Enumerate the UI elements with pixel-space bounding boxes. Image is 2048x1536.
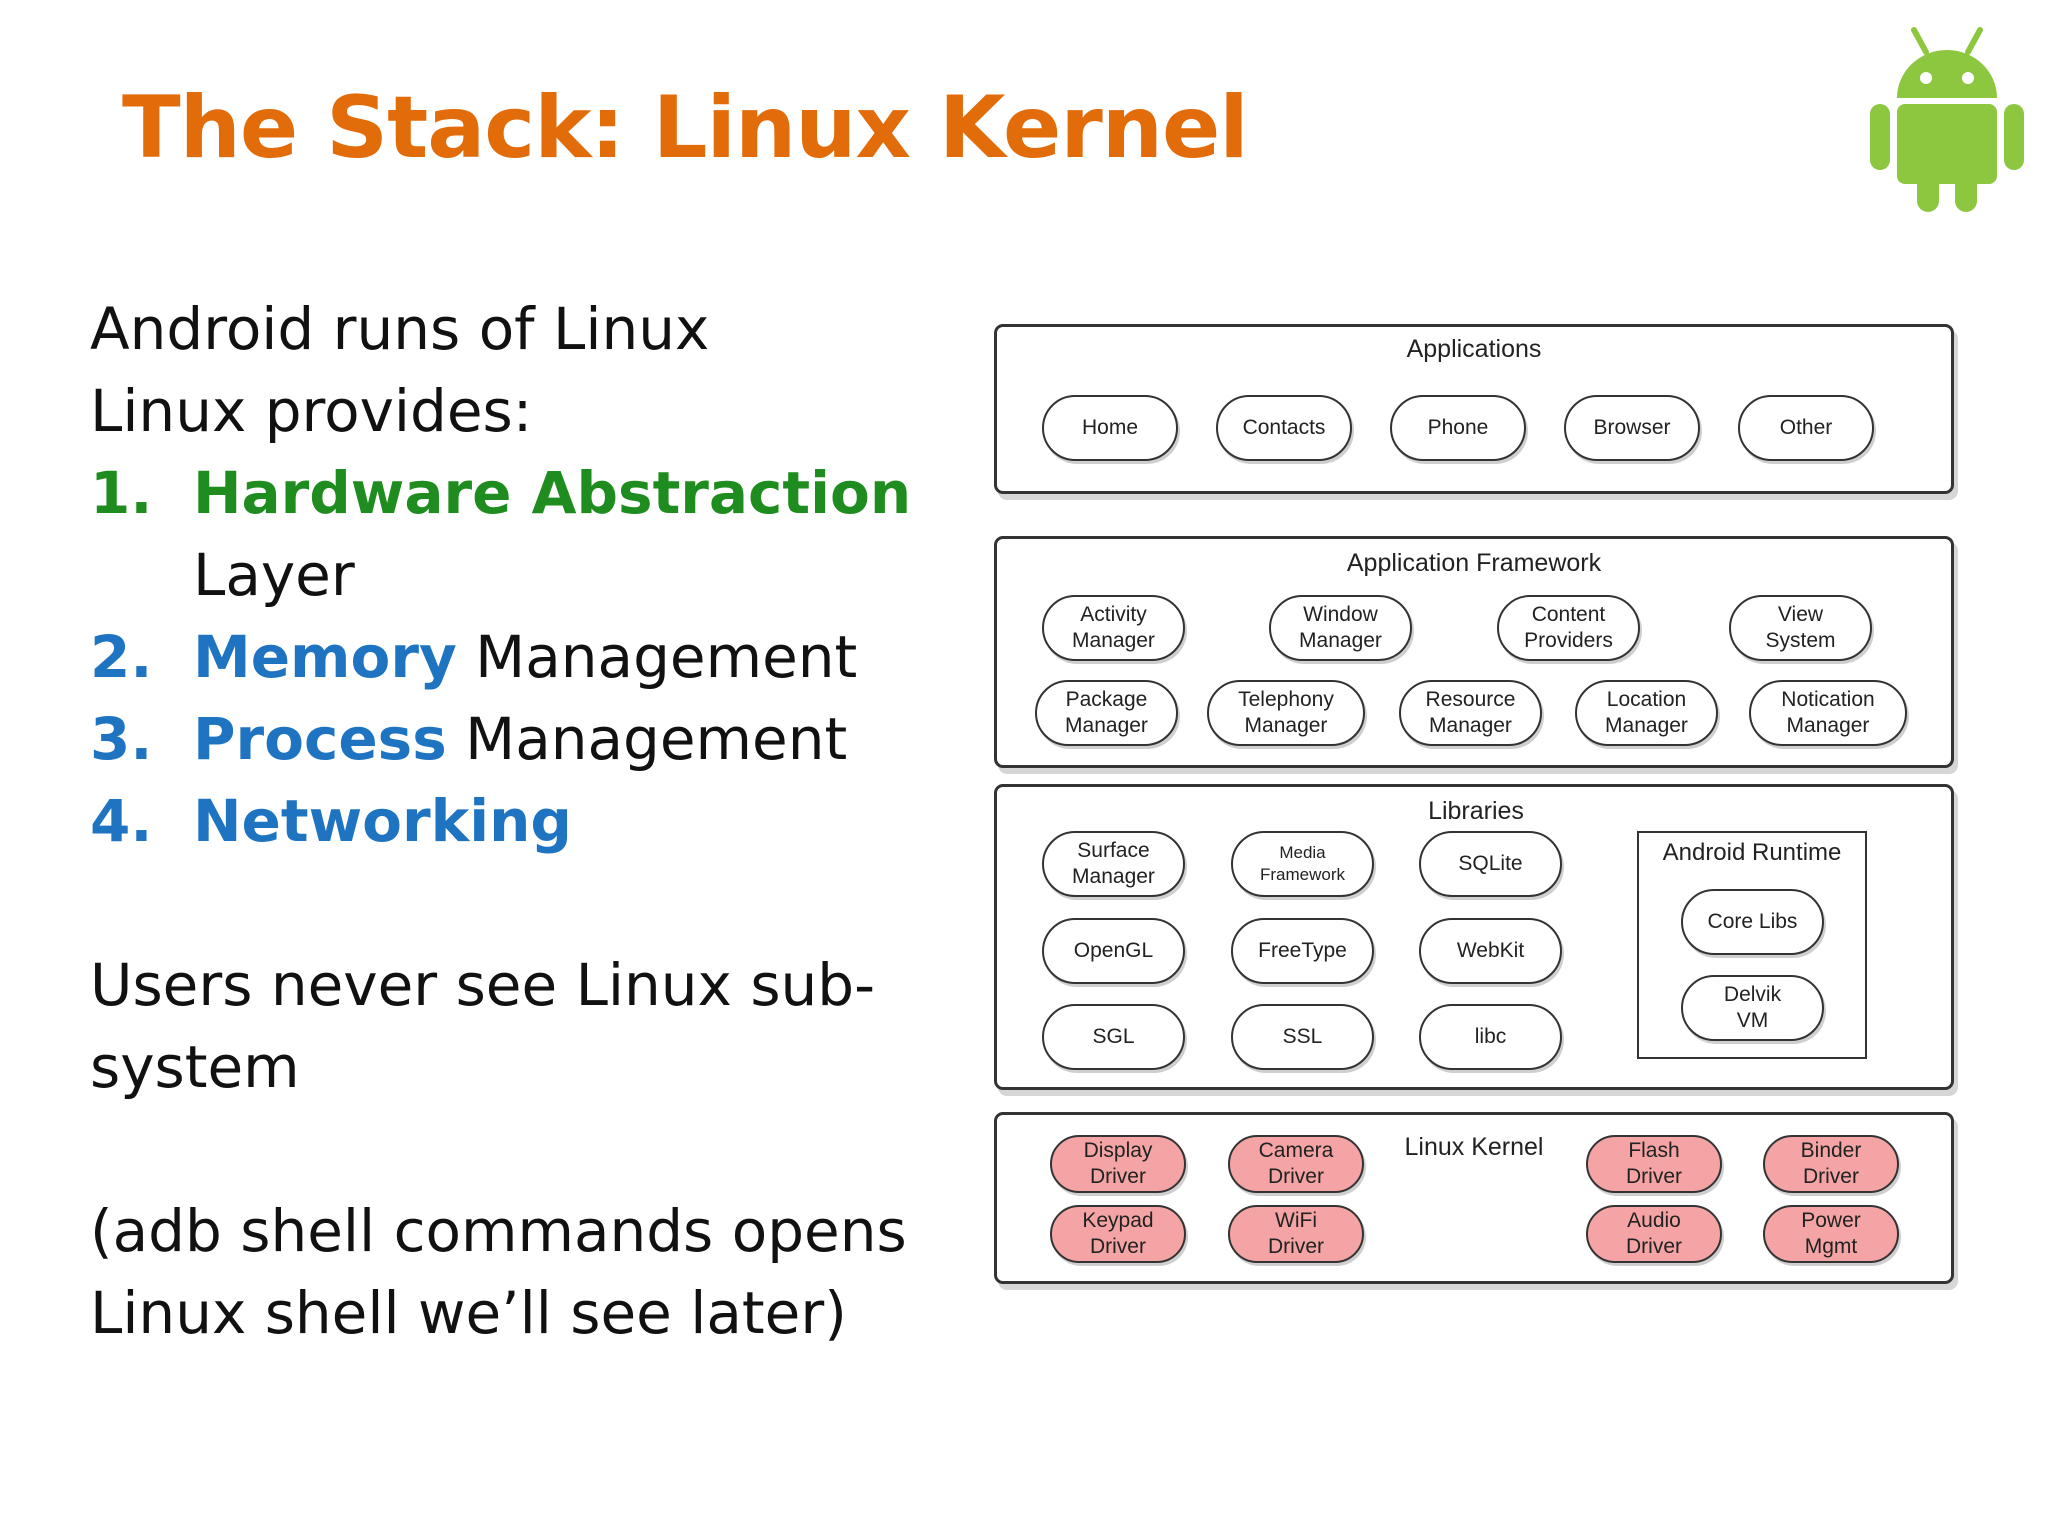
list-item: 4. Networking [90, 780, 970, 862]
lib-media-framework: Media Framework [1231, 831, 1374, 897]
lib-surface-manager: Surface Manager [1042, 831, 1185, 897]
body-line: Linux shell we’ll see later) [90, 1279, 847, 1347]
layer-title: Libraries [1428, 797, 1524, 825]
app-browser: Browser [1564, 395, 1700, 461]
framework-layer: Application Framework Activity Manager W… [994, 536, 1954, 768]
android-robot-icon [1870, 27, 2024, 212]
slide-body: Android runs of Linux Linux provides: 1.… [90, 288, 970, 1354]
android-stack-diagram: Applications Home Contacts Phone Browser… [990, 322, 1954, 1302]
lib-sgl: SGL [1042, 1004, 1185, 1070]
runtime-dalvik-vm: Delvik VM [1681, 975, 1824, 1041]
body-line: Linux provides: [90, 377, 533, 445]
framework-resource-manager: Resource Manager [1399, 680, 1542, 746]
kernel-audio-driver: Audio Driver [1586, 1205, 1722, 1263]
lib-libc: libc [1419, 1004, 1562, 1070]
list-item: 2. Memory Management [90, 616, 970, 698]
framework-package-manager: Package Manager [1035, 680, 1178, 746]
list-keyword: Process [193, 705, 447, 773]
linux-kernel-layer: Linux Kernel Display Driver Camera Drive… [994, 1112, 1954, 1284]
framework-notification-manager: Notication Manager [1749, 680, 1907, 746]
libraries-layer: Libraries Surface Manager Media Framewor… [994, 784, 1954, 1090]
app-other: Other [1738, 395, 1874, 461]
lib-opengl: OpenGL [1042, 918, 1185, 984]
list-keyword: Hardware Abstraction [193, 459, 912, 527]
framework-activity-manager: Activity Manager [1042, 595, 1185, 661]
list-number: 3. [90, 705, 153, 773]
list-continuation: Layer [193, 541, 355, 609]
list-item: 3. Process Management [90, 698, 970, 780]
framework-location-manager: Location Manager [1575, 680, 1718, 746]
list-rest: Management [446, 705, 848, 773]
list-keyword: Networking [193, 787, 572, 855]
lib-webkit: WebKit [1419, 918, 1562, 984]
body-line: system [90, 1033, 300, 1101]
layer-title: Linux Kernel [1404, 1133, 1544, 1161]
lib-sqlite: SQLite [1419, 831, 1562, 897]
list-number: 4. [90, 787, 153, 855]
runtime-core-libs: Core Libs [1681, 889, 1824, 955]
framework-telephony-manager: Telephony Manager [1207, 680, 1365, 746]
kernel-flash-driver: Flash Driver [1586, 1135, 1722, 1193]
kernel-keypad-driver: Keypad Driver [1050, 1205, 1186, 1263]
applications-layer: Applications Home Contacts Phone Browser… [994, 324, 1954, 494]
list-keyword: Memory [193, 623, 457, 691]
app-home: Home [1042, 395, 1178, 461]
app-contacts: Contacts [1216, 395, 1352, 461]
body-line: (adb shell commands opens [90, 1197, 907, 1265]
lib-freetype: FreeType [1231, 918, 1374, 984]
layer-title: Application Framework [1346, 549, 1602, 577]
list-number: 2. [90, 623, 153, 691]
slide-title: The Stack: Linux Kernel [122, 78, 1249, 178]
list-item: 1. Hardware Abstraction [90, 452, 970, 534]
list-rest: Management [456, 623, 858, 691]
kernel-display-driver: Display Driver [1050, 1135, 1186, 1193]
framework-window-manager: Window Manager [1269, 595, 1412, 661]
lib-ssl: SSL [1231, 1004, 1374, 1070]
kernel-wifi-driver: WiFi Driver [1228, 1205, 1364, 1263]
framework-content-providers: Content Providers [1497, 595, 1640, 661]
body-line: Android runs of Linux [90, 295, 710, 363]
kernel-power-mgmt: Power Mgmt [1763, 1205, 1899, 1263]
kernel-camera-driver: Camera Driver [1228, 1135, 1364, 1193]
android-runtime-box: Android Runtime Core Libs Delvik VM [1637, 831, 1867, 1059]
app-phone: Phone [1390, 395, 1526, 461]
list-number: 1. [90, 459, 153, 527]
framework-view-system: View System [1729, 595, 1872, 661]
body-line: Users never see Linux sub- [90, 951, 876, 1019]
layer-title: Applications [1406, 335, 1542, 363]
runtime-title: Android Runtime [1662, 839, 1842, 866]
kernel-binder-driver: Binder Driver [1763, 1135, 1899, 1193]
